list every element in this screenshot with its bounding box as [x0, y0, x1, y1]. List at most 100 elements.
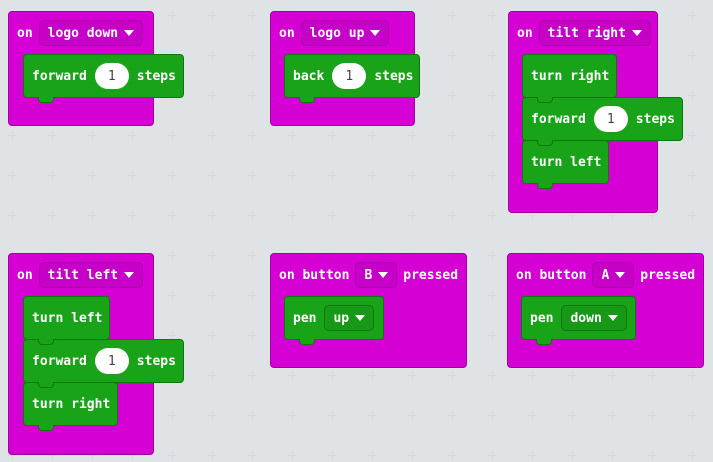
steps-input[interactable]: 1	[593, 106, 628, 132]
grid-cross-icon	[8, 131, 17, 140]
forward-block[interactable]: forward 1 steps	[23, 339, 184, 388]
grid-cross-icon	[528, 451, 537, 460]
grid-cross-icon	[208, 451, 217, 460]
chevron-down-icon	[370, 30, 381, 36]
grid-cross-icon	[88, 171, 97, 180]
grid-cross-icon	[688, 51, 697, 60]
gesture-dropdown-value: tilt left	[47, 267, 119, 283]
grid-cross-icon	[368, 211, 377, 220]
grid-cross-icon	[688, 411, 697, 420]
grid-cross-icon	[208, 51, 217, 60]
pen-block[interactable]: pen up	[284, 296, 384, 345]
button-dropdown-value: A	[601, 267, 610, 283]
grid-cross-icon	[448, 51, 457, 60]
grid-cross-icon	[368, 371, 377, 380]
grid-cross-icon	[208, 131, 217, 140]
grid-cross-icon	[488, 371, 497, 380]
grid-cross-icon	[288, 451, 297, 460]
block-unit: steps	[136, 68, 176, 84]
grid-cross-icon	[328, 131, 337, 140]
gesture-dropdown[interactable]: tilt left	[38, 262, 144, 288]
grid-cross-icon	[688, 171, 697, 180]
grid-cross-icon	[408, 171, 417, 180]
pen-block[interactable]: pen down	[521, 296, 636, 345]
steps-input[interactable]: 1	[94, 348, 129, 374]
grid-cross-icon	[168, 291, 177, 300]
event-header: on tilt left	[17, 262, 144, 288]
block-label: turn right	[531, 68, 610, 84]
steps-input[interactable]: 1	[332, 63, 367, 89]
grid-cross-icon	[648, 371, 657, 380]
chevron-down-icon	[124, 272, 135, 278]
forward-block[interactable]: forward 1 steps	[522, 97, 683, 146]
grid-cross-icon	[48, 131, 57, 140]
chevron-down-icon	[355, 315, 366, 321]
grid-cross-icon	[168, 411, 177, 420]
grid-cross-icon	[368, 451, 377, 460]
turn-right-block[interactable]: turn right	[23, 382, 118, 431]
grid-cross-icon	[488, 411, 497, 420]
grid-cross-icon	[208, 331, 217, 340]
pen-dropdown-value: up	[333, 310, 350, 326]
grid-cross-icon	[168, 11, 177, 20]
grid-cross-icon	[448, 411, 457, 420]
back-block[interactable]: back 1 steps	[284, 54, 420, 103]
pen-dropdown[interactable]: down	[561, 305, 627, 331]
turn-left-block[interactable]: turn left	[522, 140, 609, 189]
block-label: turn right	[32, 396, 111, 412]
grid-cross-icon	[688, 451, 697, 460]
grid-cross-icon	[248, 211, 257, 220]
event-block-logo-down[interactable]: on logo down	[8, 11, 154, 126]
grid-cross-icon	[288, 131, 297, 140]
turn-right-block[interactable]: turn right	[522, 54, 617, 103]
grid-cross-icon	[488, 451, 497, 460]
grid-cross-icon	[8, 171, 17, 180]
grid-cross-icon	[48, 211, 57, 220]
event-prefix: on button	[279, 267, 350, 283]
grid-cross-icon	[608, 451, 617, 460]
grid-cross-icon	[168, 451, 177, 460]
grid-cross-icon	[488, 331, 497, 340]
grid-cross-icon	[208, 411, 217, 420]
event-prefix: on button	[516, 267, 587, 283]
chevron-down-icon	[607, 315, 618, 321]
block-label: pen	[293, 310, 317, 326]
forward-block[interactable]: forward 1 steps	[23, 54, 184, 103]
event-prefix: on	[279, 25, 295, 41]
grid-cross-icon	[248, 171, 257, 180]
grid-cross-icon	[208, 291, 217, 300]
grid-cross-icon	[488, 51, 497, 60]
grid-cross-icon	[648, 411, 657, 420]
grid-cross-icon	[488, 291, 497, 300]
chevron-down-icon	[124, 30, 135, 36]
event-prefix: on	[17, 267, 33, 283]
gesture-dropdown[interactable]: logo down	[38, 20, 144, 46]
turn-left-block[interactable]: turn left	[23, 296, 110, 345]
gesture-dropdown[interactable]: tilt right	[538, 20, 651, 46]
grid-cross-icon	[248, 371, 257, 380]
gesture-dropdown[interactable]: logo up	[300, 20, 390, 46]
grid-cross-icon	[208, 211, 217, 220]
event-prefix: on	[517, 25, 533, 41]
grid-cross-icon	[248, 11, 257, 20]
event-header: on button B pressed	[279, 262, 458, 288]
block-label: forward	[531, 111, 586, 127]
grid-cross-icon	[448, 91, 457, 100]
steps-input[interactable]: 1	[94, 63, 129, 89]
block-label: forward	[32, 68, 87, 84]
grid-cross-icon	[448, 371, 457, 380]
pen-dropdown[interactable]: up	[324, 305, 375, 331]
grid-cross-icon	[368, 411, 377, 420]
grid-cross-icon	[168, 171, 177, 180]
button-dropdown[interactable]: A	[592, 262, 635, 288]
button-dropdown[interactable]: B	[355, 262, 398, 288]
grid-cross-icon	[688, 211, 697, 220]
grid-cross-icon	[248, 331, 257, 340]
block-label: back	[293, 68, 325, 84]
grid-cross-icon	[128, 171, 137, 180]
block-unit: steps	[374, 68, 414, 84]
grid-cross-icon	[328, 211, 337, 220]
grid-cross-icon	[488, 251, 497, 260]
grid-cross-icon	[248, 91, 257, 100]
grid-cross-icon	[88, 211, 97, 220]
